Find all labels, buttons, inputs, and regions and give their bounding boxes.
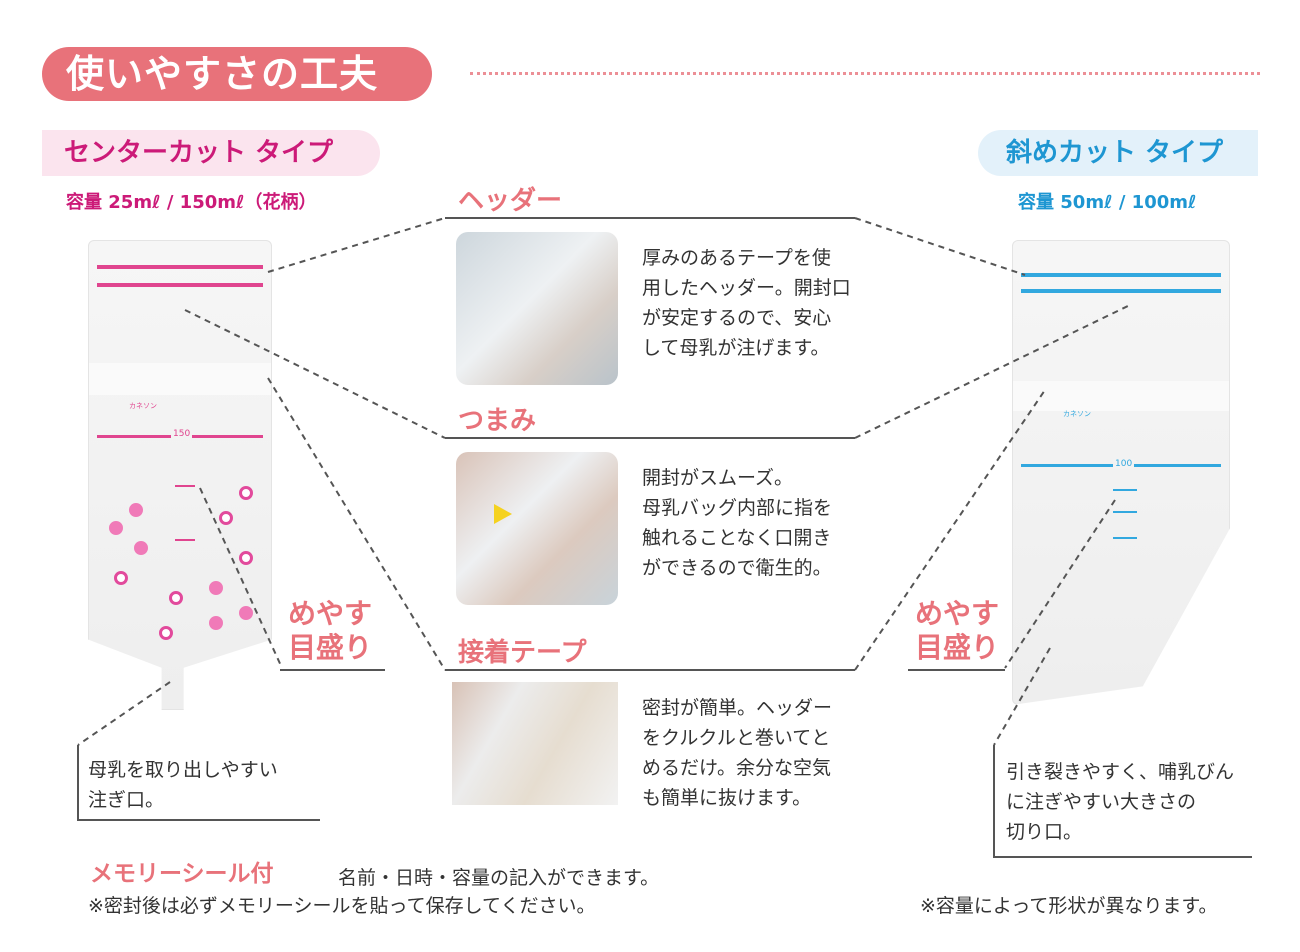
- memory-seal-note: ※密封後は必ずメモリーシールを貼って保存してください。: [88, 895, 596, 917]
- right-meyasu-label: めやす 目盛り: [915, 597, 1000, 664]
- divider: [445, 217, 855, 219]
- center-cut-capacity: 容量 25mℓ / 150mℓ（花柄）: [66, 192, 317, 213]
- bag-volume-mark: 150: [171, 429, 193, 439]
- diagonal-cut-bag-image: カネソン 100: [1012, 240, 1230, 705]
- spout-callout: 母乳を取り出しやすい 注ぎ口。: [88, 759, 278, 811]
- cut-callout: 引き裂きやすく、哺乳びん に注ぎやすい大きさの 切り口。: [1006, 761, 1235, 843]
- bag-brand-text: カネソン: [1063, 410, 1091, 418]
- center-cut-bag-image: カネソン 150: [88, 240, 272, 710]
- memory-seal-title: メモリーシール付: [90, 861, 274, 887]
- memory-seal-text: 名前・日時・容量の記入ができます。: [338, 867, 660, 889]
- diagonal-cut-capacity: 容量 50mℓ / 100mℓ: [1018, 192, 1197, 213]
- feature-title-tape: 接着テープ: [458, 638, 587, 668]
- page-title: 使いやすさの工夫: [42, 47, 432, 101]
- bag-volume-mark: 100: [1113, 459, 1135, 469]
- header-photo: [456, 232, 618, 385]
- dotted-divider: [470, 72, 1260, 75]
- bag-brand-text: カネソン: [129, 402, 157, 410]
- feature-title-tab: つまみ: [458, 406, 537, 436]
- shape-note: ※容量によって形状が異なります。: [920, 895, 1218, 917]
- tape-photo: [452, 682, 618, 805]
- feature-desc-tab: 開封がスムーズ。 母乳バッグ内部に指を 触れることなく口開き ができるので衛生的…: [642, 467, 833, 579]
- center-cut-label: センターカット タイプ: [42, 130, 380, 176]
- tab-photo: [456, 452, 618, 605]
- divider: [445, 669, 855, 671]
- feature-title-header: ヘッダー: [458, 186, 563, 216]
- diagonal-cut-label: 斜めカット タイプ: [978, 130, 1258, 176]
- feature-desc-tape: 密封が簡単。ヘッダー をクルクルと巻いてと めるだけ。余分な空気 も簡単に抜けま…: [642, 697, 833, 809]
- divider: [445, 437, 855, 439]
- left-meyasu-label: めやす 目盛り: [288, 597, 373, 664]
- arrow-icon: [494, 504, 512, 524]
- feature-desc-header: 厚みのあるテープを使 用したヘッダー。開封口 が安定するので、安心 して母乳が注…: [642, 247, 851, 359]
